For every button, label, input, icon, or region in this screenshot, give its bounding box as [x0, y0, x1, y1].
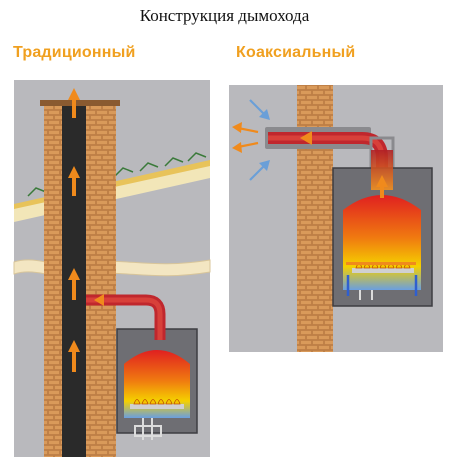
- up-arrow-icon: [68, 88, 80, 372]
- boiler-body: [343, 195, 421, 290]
- air-intake-arrow-icon: [249, 99, 270, 181]
- exhaust-out-arrows: [232, 122, 259, 153]
- up-arrow-icon: [376, 175, 388, 198]
- diagram-title: Конструкция дымохода: [139, 6, 310, 25]
- left-arrow-icon: [300, 131, 312, 145]
- brick-wall: [297, 85, 333, 352]
- boiler-body: [124, 350, 190, 418]
- left-arrow-icon: [94, 294, 104, 306]
- traditional-label: Традиционный: [13, 44, 136, 61]
- coaxial-panel: [229, 85, 443, 352]
- burner-flame-icon: [346, 262, 416, 273]
- air-supply-lines: [346, 275, 418, 296]
- burner-flame-icon: [130, 399, 184, 409]
- coaxial-label: Коаксиальный: [236, 44, 356, 61]
- traditional-panel: [13, 80, 211, 457]
